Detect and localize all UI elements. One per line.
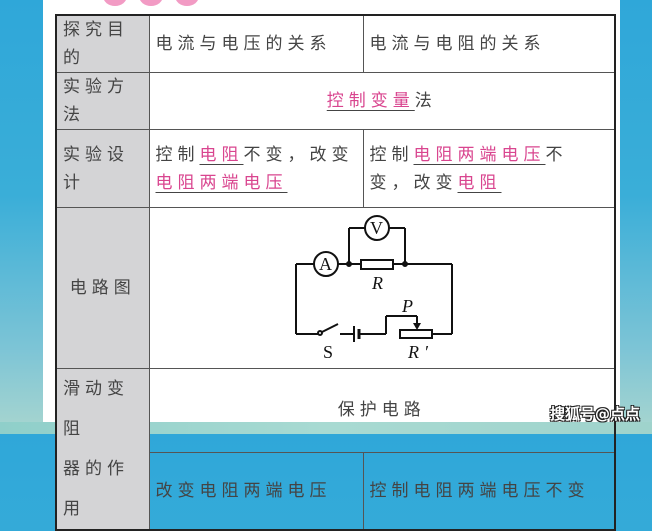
pink-dot-icon (175, 0, 199, 6)
label-line: 滑动变阻 (63, 379, 129, 439)
design-highlight: 电阻 (457, 172, 502, 193)
design-highlight: 电阻两端电压 (155, 172, 288, 193)
label-rheostat-role: 滑动变阻 器的作用 (55, 368, 150, 531)
rheostat-role-common: 保护电路 (148, 368, 616, 453)
watermark: 搜狐号@点点 (549, 405, 640, 423)
decorative-dots (103, 0, 199, 6)
experiment-table: 探究目的 电流与电压的关系 电流与电阻的关系 实验方法 控制变量法 实验设计 控… (55, 14, 616, 531)
purpose-voltage: 电流与电压的关系 (148, 14, 364, 73)
label-line: 器的作用 (63, 459, 129, 519)
design-voltage: 控制电阻不变，改变电阻两端电压 (148, 129, 364, 208)
row-design: 实验设计 控制电阻不变，改变电阻两端电压 控制电阻两端电压不变，改变电阻 (55, 129, 616, 208)
method-value: 控制变量法 (148, 72, 616, 130)
pink-dot-icon (103, 0, 127, 6)
slider-label: P (401, 296, 418, 316)
rheostat-role-resistance: 控制电阻两端电压不变 (362, 451, 616, 531)
method-highlight: 控制变量 (326, 91, 415, 111)
rheostat-label: R′ (407, 342, 433, 362)
row-method: 实验方法 控制变量法 (55, 72, 616, 130)
switch-label: S (323, 342, 338, 362)
pink-dot-icon (139, 0, 163, 6)
design-text: 不变，改变 (369, 144, 568, 193)
design-text: 控制 (155, 144, 200, 165)
circuit-diagram: V A R P S R′ (294, 215, 453, 362)
design-highlight: 电阻两端电压 (413, 144, 546, 165)
label-circuit: 电路图 (55, 207, 150, 369)
design-text: 不变，改变 (243, 144, 354, 165)
design-highlight: 电阻 (199, 144, 244, 165)
rheostat-role-voltage: 改变电阻两端电压 (148, 451, 364, 531)
label-method: 实验方法 (55, 72, 150, 130)
voltmeter-label: V (370, 218, 388, 238)
row-circuit: 电路图 (55, 207, 616, 369)
resistor-label: R (371, 273, 388, 293)
design-resistance: 控制电阻两端电压不变，改变电阻 (362, 129, 616, 208)
purpose-resistance: 电流与电阻的关系 (362, 14, 616, 73)
ammeter-label: A (319, 254, 337, 274)
label-design: 实验设计 (55, 129, 150, 208)
row-rheostat-role-1: 滑动变阻 器的作用 保护电路 (55, 368, 616, 531)
row-purpose: 探究目的 电流与电压的关系 电流与电阻的关系 (55, 14, 616, 73)
label-purpose: 探究目的 (55, 14, 150, 73)
method-suffix: 法 (414, 91, 437, 111)
circuit-diagram-cell: V A R P S R′ (148, 207, 616, 369)
design-text: 控制 (369, 144, 414, 165)
